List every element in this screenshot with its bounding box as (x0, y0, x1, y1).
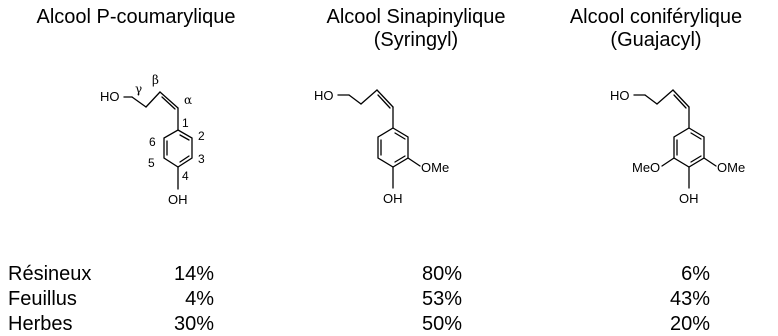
coumaryl-num-1: 1 (182, 116, 189, 130)
heading-coumaryl: Alcool P-coumarylique (6, 6, 266, 29)
coumaryl-num-3: 3 (198, 152, 205, 166)
coniferyl-bonds (633, 89, 717, 189)
coniferyl-bond-ome (703, 157, 717, 167)
coniferyl-ring (673, 127, 705, 168)
coniferyl-bond-c2 (656, 89, 674, 105)
heading-coniferyl-line2: (Guajacyl) (610, 29, 702, 51)
sinapyl-bond-c1 (348, 94, 362, 105)
sinapyl-ring-double-1 (394, 132, 406, 140)
value-feuillus-coniferyl: 43% (669, 288, 710, 310)
coniferyl-bond-c3-inner (673, 94, 687, 109)
coniferyl-bond-meo (661, 157, 675, 167)
sinapyl-ome-label: OMe (421, 160, 449, 175)
coumaryl-num-4: 4 (182, 169, 189, 183)
coumaryl-ring-double-2 (179, 155, 190, 163)
coniferyl-oh-label: OH (679, 191, 699, 206)
heading-coniferyl: Alcool coniférylique (Guajacyl) (534, 6, 778, 52)
row-label-resineux: Résineux (8, 263, 92, 285)
coniferyl-ome-label: OMe (717, 160, 745, 175)
coumaryl-bond-gamma (131, 96, 147, 108)
sinapyl-ring-double-2 (394, 155, 406, 163)
heading-coniferyl-line1: Alcool coniférylique (569, 6, 743, 28)
value-herbes-coumaryl: 30% (173, 313, 214, 335)
coumaryl-bond-beta (145, 91, 161, 108)
value-resineux-coniferyl: 6% (681, 263, 710, 285)
value-resineux-sinapyl: 80% (421, 263, 462, 285)
coumaryl-beta-label: β (152, 73, 159, 87)
coumaryl-bond-alpha-inner (161, 96, 176, 110)
coumaryl-num-5: 5 (148, 156, 155, 170)
value-herbes-coniferyl: 20% (669, 313, 710, 335)
sinapyl-bond-c3-inner (377, 94, 391, 109)
sinapyl-bond-c2 (360, 89, 378, 105)
coumaryl-oh-label: OH (168, 192, 188, 207)
row-label-herbes: Herbes (8, 313, 73, 335)
coumaryl-num-6: 6 (149, 135, 156, 149)
value-feuillus-coumaryl: 4% (185, 288, 214, 310)
sinapyl-ho-label: HO (314, 88, 334, 103)
coniferyl-bond-c1 (644, 94, 658, 105)
coumaryl-ho-label: HO (100, 89, 120, 104)
value-feuillus-sinapyl: 53% (421, 288, 462, 310)
coumaryl-bonds (123, 91, 193, 190)
heading-sinapyl-line2: (Syringyl) (373, 29, 459, 51)
coniferyl-ho-label: HO (610, 88, 630, 103)
sinapyl-bonds (337, 89, 421, 189)
value-resineux-coumaryl: 14% (173, 263, 214, 285)
value-herbes-sinapyl: 50% (421, 313, 462, 335)
coumaryl-alpha-label: α (184, 93, 192, 107)
coniferyl-bond-c3 (672, 89, 690, 108)
coumaryl-gamma-label: γ (135, 82, 142, 96)
coniferyl-ring-double-1 (690, 132, 702, 140)
row-label-feuillus: Feuillus (8, 288, 77, 310)
coumaryl-num-2: 2 (198, 129, 205, 143)
sinapyl-bond-ome (407, 157, 421, 167)
coumaryl-ring-double-1 (179, 134, 190, 141)
sinapyl-bond-c3 (376, 89, 394, 108)
coniferyl-ring-double-2 (690, 155, 702, 163)
sinapyl-oh-label: OH (383, 191, 403, 206)
coumaryl-bond-alpha (159, 91, 179, 109)
heading-sinapyl: Alcool Sinapinylique (Syringyl) (286, 6, 546, 52)
coniferyl-meo-label: MeO (632, 160, 660, 175)
heading-sinapyl-line1: Alcool Sinapinylique (326, 6, 506, 28)
heading-coumaryl-line1: Alcool P-coumarylique (36, 6, 236, 28)
